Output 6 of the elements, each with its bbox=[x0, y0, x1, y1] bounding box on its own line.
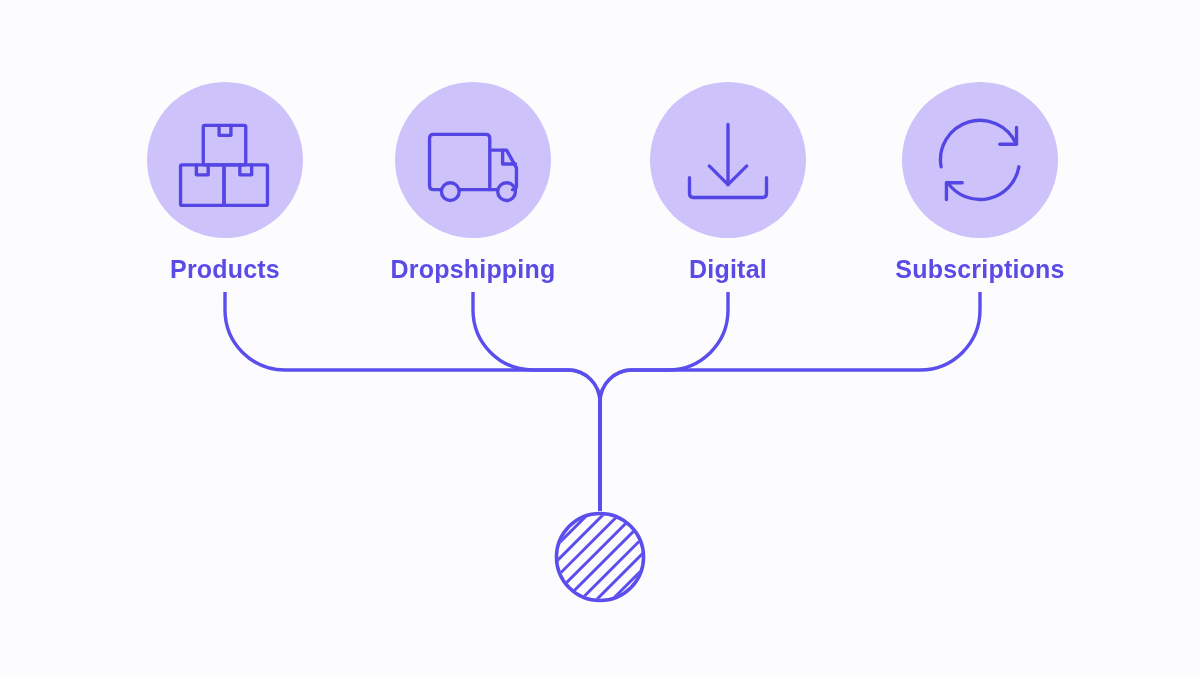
category-label: Digital bbox=[689, 254, 767, 284]
category-label: Products bbox=[170, 254, 280, 284]
category-label: Dropshipping bbox=[390, 254, 556, 284]
category-label: Subscriptions bbox=[895, 254, 1065, 284]
hatched-circle bbox=[554, 511, 646, 603]
connector-line bbox=[598, 292, 982, 511]
